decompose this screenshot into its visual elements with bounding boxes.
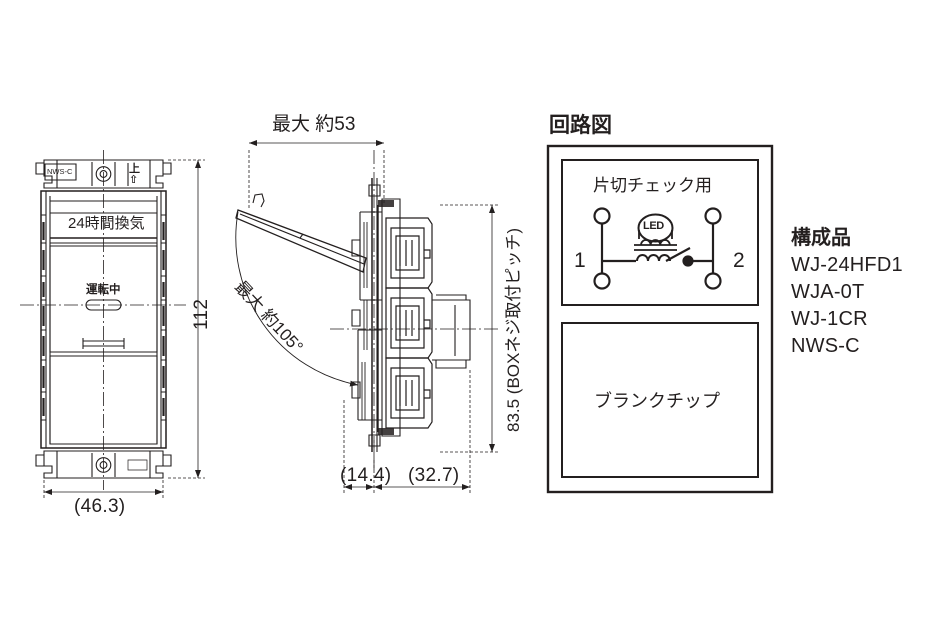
plate-model-label: NWS-C — [47, 167, 73, 176]
circuit-diagram-frames — [546, 144, 774, 494]
parts-list-heading: 構成品 — [791, 227, 851, 249]
dimension-width-46-3: (46.3) — [74, 496, 126, 517]
circuit-upper-caption: 片切チェック用 — [593, 176, 712, 195]
side-view-centerlines — [330, 150, 500, 470]
orientation-up-arrow-icon: ⇧ — [129, 174, 139, 186]
dimension-depth-14-4: (14.4) — [340, 465, 392, 486]
circuit-terminal-2-label: 2 — [733, 249, 745, 272]
rocker-function-label: 24時間換気 — [68, 215, 145, 232]
front-view-group — [35, 159, 172, 479]
angle-arc — [235, 211, 359, 387]
front-view-dimensions — [43, 159, 205, 500]
side-view-dimensions — [248, 140, 500, 494]
dimension-max-53: 最大 約53 — [272, 114, 356, 135]
parts-list-item: WJA-0T — [791, 281, 865, 303]
dimension-height-112: 112 — [191, 298, 212, 330]
circuit-led-label: LED — [643, 220, 664, 232]
orientation-up-label: 上 — [129, 163, 140, 175]
side-view-group — [235, 178, 471, 452]
parts-list-item: WJ-24HFD1 — [791, 254, 903, 276]
circuit-diagram-title: 回路図 — [549, 114, 612, 137]
parts-list-item: WJ-1CR — [791, 308, 868, 330]
front-view-centerlines — [20, 150, 186, 490]
circuit-schematic — [593, 207, 722, 290]
dimension-box-screw-pitch-83-5: 83.5 (BOXネジ取付ピッチ) — [504, 227, 523, 432]
dimension-depth-32-7: (32.7) — [408, 465, 460, 486]
operation-indicator-label: 運転中 — [86, 284, 121, 296]
circuit-terminal-1-label: 1 — [574, 249, 586, 272]
circuit-lower-caption: ブランクチップ — [594, 391, 720, 411]
parts-list-item: NWS-C — [791, 335, 860, 357]
